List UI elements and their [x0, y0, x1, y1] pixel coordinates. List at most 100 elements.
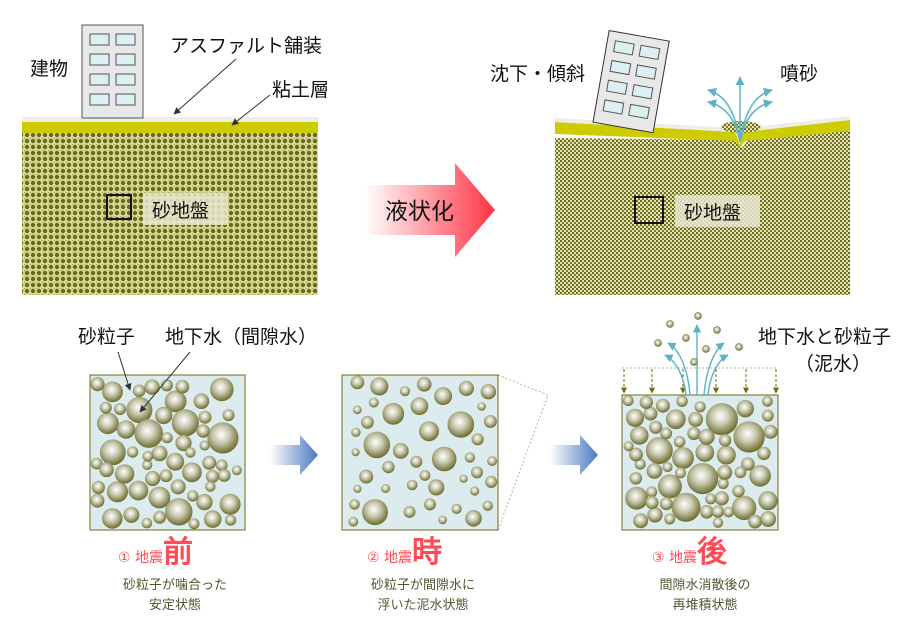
- sand-particle: [198, 410, 212, 424]
- sand-particle: [451, 503, 462, 514]
- asphalt-layer: [22, 117, 318, 122]
- sand-particle: [196, 424, 210, 438]
- sand-particle: [114, 403, 126, 415]
- sand-particle: [410, 455, 423, 468]
- sand-particle: [225, 514, 237, 526]
- sand-particle: [718, 434, 732, 447]
- sand-particle: [698, 428, 715, 445]
- sand-particle: [734, 466, 747, 479]
- window: [115, 93, 136, 106]
- sand-particle: [458, 380, 474, 396]
- sand-particle: [170, 479, 186, 495]
- floating-particle: [690, 358, 698, 366]
- sand-boil-arrows: [707, 76, 773, 143]
- sand-particle: [465, 510, 482, 527]
- window: [89, 93, 110, 106]
- sand-particle: [207, 422, 239, 454]
- sand-particle: [102, 381, 123, 403]
- sand-particle: [664, 513, 676, 525]
- sand-particle: [657, 474, 682, 499]
- building: [81, 24, 144, 119]
- sand-particle: [123, 506, 140, 523]
- sand-particle: [128, 480, 149, 501]
- sand-particle: [645, 496, 659, 510]
- sand-particle: [761, 409, 774, 422]
- sand-particle: [205, 469, 219, 484]
- settlement-label: 沈下・傾斜: [490, 63, 585, 85]
- sand-particle: [199, 440, 210, 451]
- sand-particle: [731, 495, 757, 521]
- sand-particle: [392, 443, 409, 459]
- sand-particle: [160, 379, 173, 392]
- sand-particle: [203, 510, 222, 528]
- sand-particle: [381, 484, 391, 493]
- sand-particle: [459, 474, 468, 483]
- sand-particle: [188, 518, 200, 530]
- sand-particle: [166, 452, 185, 471]
- sand-particle: [646, 463, 663, 479]
- stage-desc-1: 砂粒子が間隙水に: [371, 578, 475, 593]
- sand-particle: [410, 397, 429, 416]
- floating-particle: [666, 320, 674, 328]
- sand-particle: [705, 493, 717, 505]
- sand-particle: [633, 513, 649, 529]
- sand-boil-label: 噴砂: [780, 63, 818, 85]
- sand-particle: [477, 402, 486, 411]
- sand-particle: [141, 517, 153, 529]
- sand-particle: [655, 398, 670, 413]
- sand-particle: [182, 462, 202, 483]
- sand-particle: [714, 491, 729, 506]
- floating-particle: [713, 326, 721, 334]
- sand-particle: [399, 386, 410, 397]
- mud-water-label-2: （泥水）: [795, 353, 871, 375]
- sand-particle: [676, 395, 688, 407]
- sand-particle: [645, 437, 673, 464]
- sand-particle: [126, 446, 139, 458]
- stage-title: ② 地震時: [367, 535, 442, 570]
- sand-particle: [763, 424, 778, 439]
- sand-particle: [126, 396, 153, 424]
- sand-particle: [175, 434, 192, 452]
- sand-particle: [659, 497, 673, 511]
- sand-particle: [419, 470, 431, 481]
- floating-particle: [702, 345, 710, 353]
- sand-particle: [161, 432, 173, 444]
- sand-particle: [153, 510, 167, 524]
- stage-number: ③: [652, 550, 669, 566]
- sand-particle: [406, 479, 418, 491]
- sand-particle: [428, 479, 445, 496]
- sand-particle: [711, 505, 725, 518]
- sand-particle: [482, 500, 493, 511]
- sand-particle: [175, 379, 190, 394]
- sand-particle: [687, 463, 719, 495]
- water-pointer: [139, 351, 191, 413]
- box-during: [341, 374, 549, 531]
- sand-particle: [757, 446, 771, 461]
- window: [115, 73, 136, 86]
- window: [89, 53, 110, 66]
- sand-particle: [674, 467, 686, 479]
- sand-particle: [116, 420, 136, 439]
- window: [628, 103, 650, 120]
- groundwater-label: 地下水（間隙水）: [165, 326, 317, 348]
- sand-particle: [485, 475, 498, 488]
- sand-particle: [165, 498, 193, 526]
- box-before: [89, 374, 246, 531]
- stage-desc-2: 安定状態: [149, 597, 201, 613]
- sand-particle: [348, 516, 359, 527]
- stage-desc-1: 砂粒子が噛合った: [123, 578, 227, 593]
- sand-particle: [660, 427, 673, 440]
- asphalt-label: アスファルト舗装: [170, 35, 322, 57]
- sand-particle: [202, 455, 217, 470]
- sand-particle: [132, 384, 146, 398]
- sand-particle: [99, 462, 114, 478]
- sand-particle: [487, 456, 498, 466]
- stage-number: ①: [118, 550, 135, 566]
- stage-keyword: 後: [697, 535, 728, 570]
- sample-square: [634, 196, 664, 224]
- sand-particle: [351, 427, 361, 437]
- box-after: [621, 312, 779, 531]
- sand-particle: [625, 408, 645, 427]
